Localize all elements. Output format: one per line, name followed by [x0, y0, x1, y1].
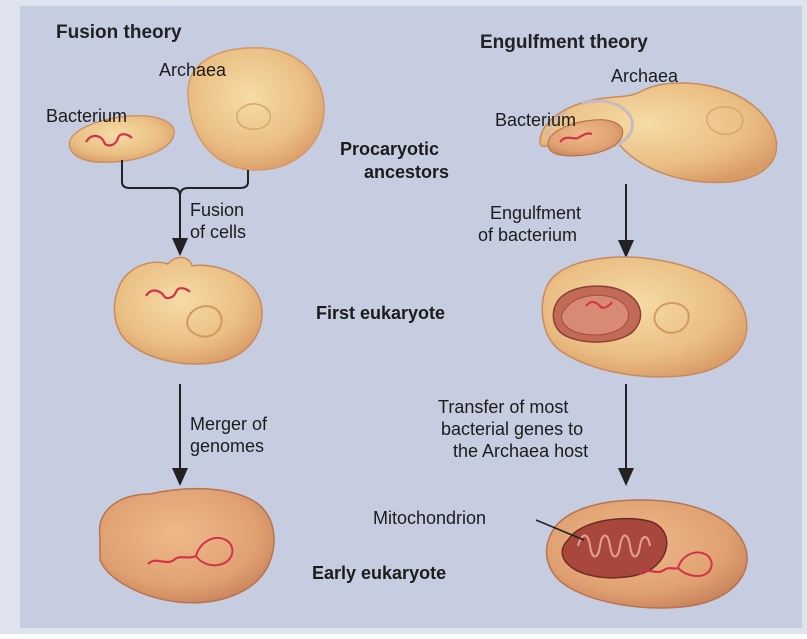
fusion-step1-line1: Fusion: [190, 200, 244, 220]
fusion-step1-line2: of cells: [190, 222, 246, 242]
stage3-label: Early eukaryote: [312, 563, 446, 583]
fusion-bacterium-label: Bacterium: [46, 106, 127, 126]
fusion-step2-line2: genomes: [190, 436, 264, 456]
fusion-archaea-label: Archaea: [159, 60, 227, 80]
engulfment-step1-line2: of bacterium: [478, 225, 577, 245]
engulfment-bacterium-label: Bacterium: [495, 110, 576, 130]
fusion-theory-title: Fusion theory: [56, 22, 182, 43]
fusion-step2-line1: Merger of: [190, 414, 268, 434]
engulfment-early-eukaryote-cell: [547, 500, 747, 608]
stage1-line2: ancestors: [364, 162, 449, 182]
fusion-early-eukaryote-cell: [100, 489, 275, 603]
stage2-label: First eukaryote: [316, 303, 445, 323]
engulfment-step2-line1: Transfer of most: [438, 397, 568, 417]
engulfment-theory-title: Engulfment theory: [480, 32, 648, 53]
engulfment-step2-line3: the Archaea host: [453, 441, 588, 461]
engulfment-archaea-label: Archaea: [611, 66, 679, 86]
engulfment-step1-line1: Engulfment: [490, 203, 581, 223]
mitochondrion-label: Mitochondrion: [373, 508, 486, 528]
stage1-line1: Procaryotic: [340, 139, 439, 159]
engulfment-step2-line2: bacterial genes to: [441, 419, 583, 439]
